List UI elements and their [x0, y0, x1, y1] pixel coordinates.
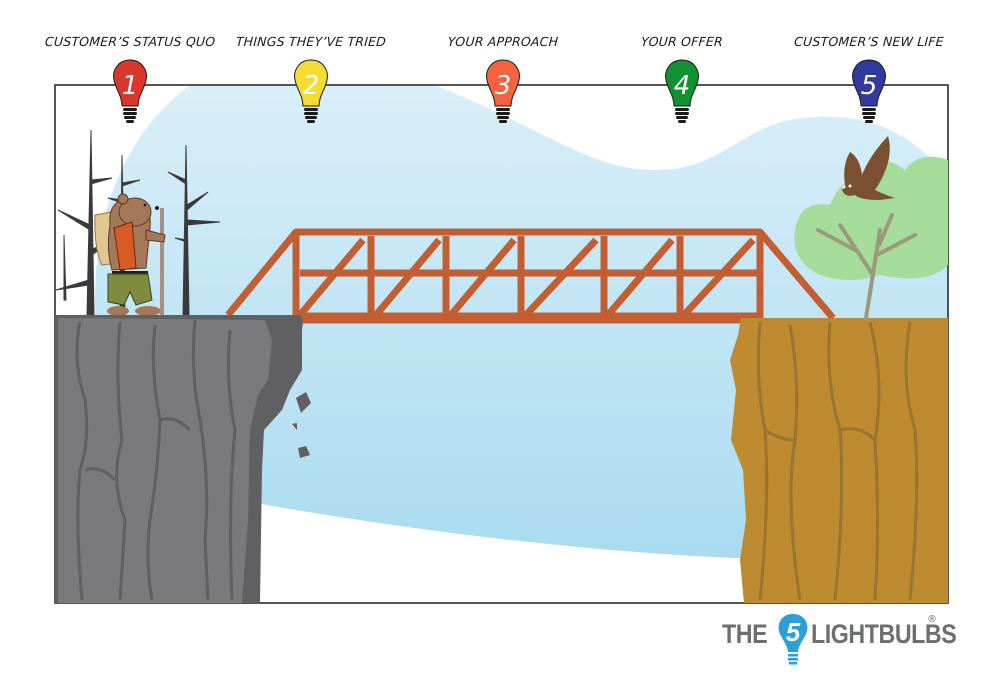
svg-text:5: 5: [785, 617, 800, 647]
svg-text:2: 2: [303, 71, 320, 101]
owl: [842, 136, 895, 200]
left-cliff: [55, 315, 311, 603]
bear-hiker: [94, 193, 166, 316]
registered-mark: ®: [927, 614, 937, 625]
lightbulb-5: 5: [852, 59, 886, 123]
svg-text:5: 5: [861, 71, 878, 101]
right-cliff: [730, 318, 948, 603]
truss-bridge: [225, 228, 836, 324]
green-tree: [794, 156, 948, 320]
svg-text:1: 1: [122, 71, 139, 101]
lightbulb-2: 2: [294, 59, 328, 123]
lightbulb-logo-icon: 5: [778, 614, 807, 665]
svg-text:3: 3: [495, 71, 512, 101]
lightbulb-4: 4: [665, 59, 699, 123]
lightbulb-1: 1: [113, 59, 147, 123]
lightbulb-3: 3: [486, 59, 520, 123]
five-lightbulbs-logo: THE 5 LIGHTBULBS ®: [722, 612, 979, 668]
svg-text:4: 4: [674, 71, 691, 101]
logo-suffix: LIGHTBULBS: [810, 619, 957, 649]
logo-prefix: THE: [722, 619, 768, 649]
